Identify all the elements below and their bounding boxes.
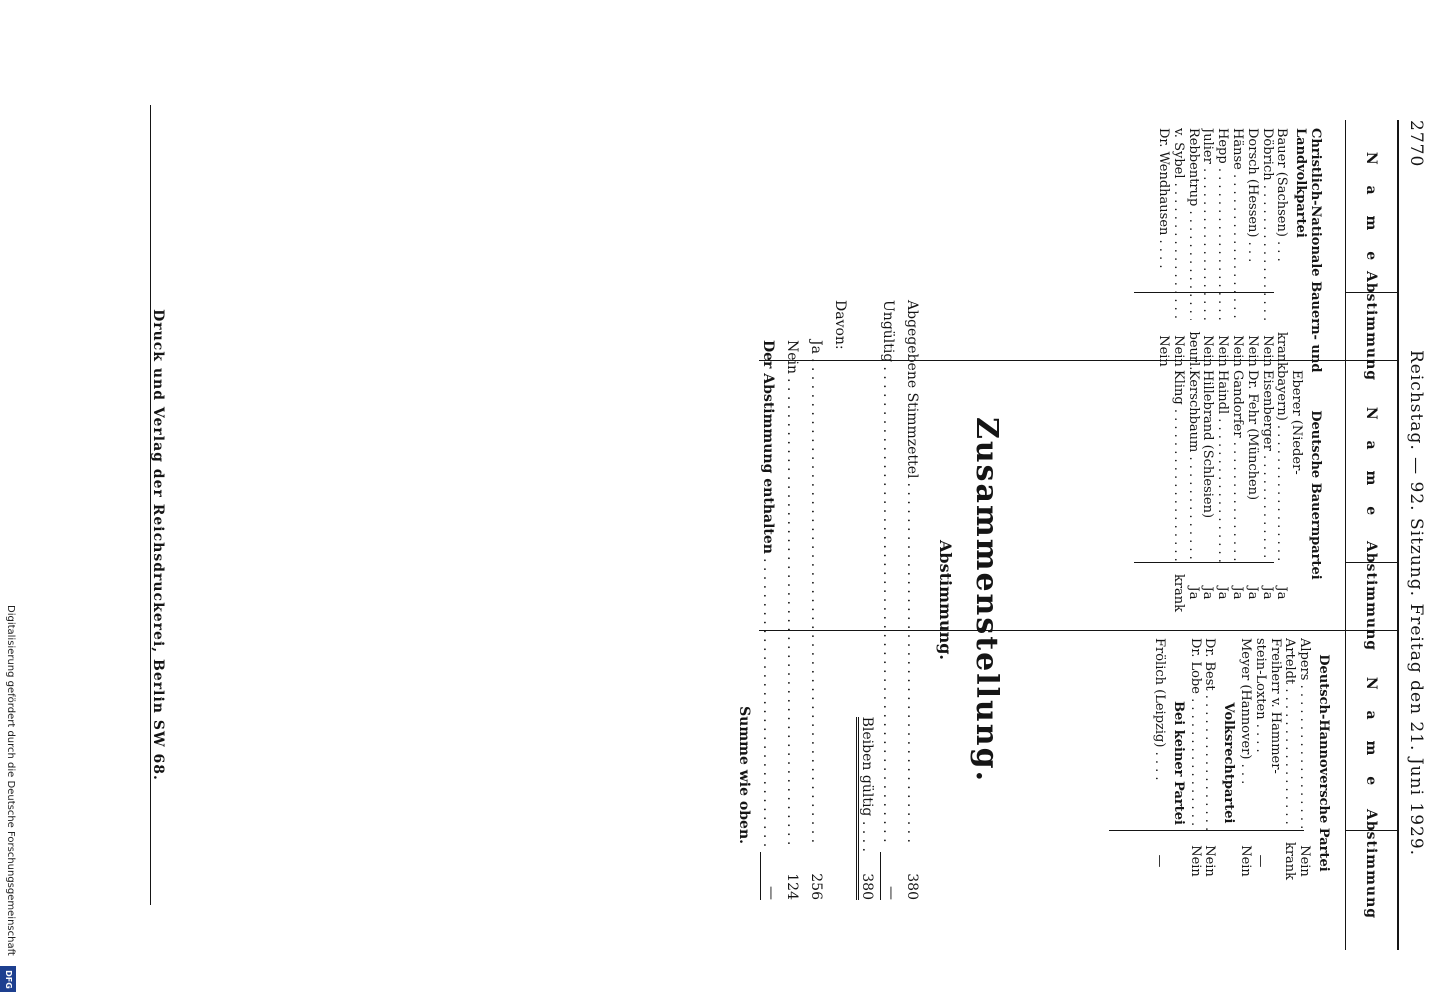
table-row: EisenbergerJa: [1259, 370, 1275, 624]
print-credit: Druck und Verlag der Reichsdruckerei, Be…: [150, 309, 166, 781]
summary-row-nein: Nein124: [784, 300, 808, 900]
party-heading: Deutsch-Hannoversche Partei: [1316, 654, 1331, 872]
summary-title: Zusammenstellung.: [969, 416, 1004, 784]
table-row: Rebbentrupbeurl.: [1185, 128, 1201, 382]
table-row: GandorferJa: [1229, 370, 1245, 624]
table-top-rule: [1397, 120, 1399, 950]
summary-row-ja: Ja256: [808, 300, 832, 900]
table-row: HänseNein: [1229, 128, 1245, 382]
table-row: DöbrichNein: [1259, 128, 1275, 382]
summary-row-enthalten: Der Abstimmung enthalten—: [760, 300, 784, 900]
table-row: Frölich (Leipzig) . . . .—: [1152, 638, 1168, 868]
table-row: Dr. BestNein: [1202, 638, 1217, 892]
party-heading: Deutsche Bauernpartei: [1308, 410, 1323, 580]
page-number: 2770: [1406, 120, 1426, 168]
table-row: HaindlJa: [1214, 370, 1230, 624]
vote-header-3: Abstimmung: [1363, 808, 1380, 920]
party-heading: Volksrechtpartei: [1221, 702, 1237, 824]
table-row: Dorsch (Hessen) . . .Nein: [1244, 128, 1260, 367]
table-row: Freiherr v. Hammer-: [1267, 638, 1282, 774]
table-row: Arteldtkrank: [1282, 638, 1297, 892]
table-row: AlpersNein: [1296, 638, 1312, 892]
party-heading: Christlich-Nationale Bauern- und Landvol…: [1293, 128, 1323, 373]
digitization-credit: Digitalisierung gefördert durch die Deut…: [5, 605, 16, 956]
table-row: JulierNein: [1200, 128, 1215, 382]
vote-header-2: Abstimmung: [1363, 540, 1380, 652]
table-row: Dr. Fehr (München)Ja: [1244, 370, 1260, 600]
table-row: Bauer (Sachsen) . . .krank: [1274, 128, 1290, 371]
vote-header-1: Abstimmung: [1363, 270, 1380, 382]
table-row: Meyer (Hannover) . . .Nein: [1238, 638, 1254, 877]
summary-row-ungueltig: Ungültig—: [880, 300, 904, 900]
table-row: Eberer (Nieder-: [1289, 370, 1304, 475]
name-header-1: N a m e: [1363, 151, 1380, 269]
party-heading: Bei keiner Partei: [1170, 701, 1186, 825]
table-row: v. SybelNein: [1170, 128, 1186, 382]
table-column-3: Deutsch-Hannoversche Partei AlpersNein A…: [1151, 638, 1332, 892]
table-row: Hillebrand (Schlesien)Ja: [1200, 370, 1216, 600]
summary-subtitle: Abstimmung.: [936, 540, 955, 660]
summary-row-abgegebene: Abgegebene Stimmzettel380: [904, 300, 928, 900]
table-row: bayern)Ja: [1274, 370, 1289, 624]
table-row: stein-Loxten . . . .—: [1252, 638, 1268, 868]
name-header-3: N a m e: [1363, 676, 1380, 794]
name-header-2: N a m e: [1363, 406, 1380, 524]
table-header-rule: [1345, 120, 1346, 950]
table-row: HeppNein: [1214, 128, 1230, 382]
table-row: Dr. Wendhausen . . . .Nein: [1156, 128, 1172, 367]
summary-row-bleiben: Bleiben gültig . . . .380: [856, 300, 880, 900]
table-column-1: Christlich-Nationale Bauern- und Landvol…: [1155, 128, 1324, 382]
dfg-logo: DFG: [0, 966, 16, 992]
table-row: Klingkrank: [1170, 370, 1186, 624]
summary-section: Zusammenstellung. Abstimmung. Abgegebene…: [736, 300, 1004, 900]
summary-row-summe: Summe wie oben.: [736, 706, 752, 844]
table-row: Dr. LobeNein: [1187, 638, 1203, 892]
summary-row-davon: Davon:: [832, 300, 848, 350]
table-column-2: Deutsche Bauernpartei Eberer (Nieder- ba…: [1170, 370, 1324, 624]
running-header: Reichstag. — 92. Sitzung. Freitag den 21…: [1406, 350, 1426, 857]
table-row: KerschbaumJa: [1185, 370, 1201, 624]
